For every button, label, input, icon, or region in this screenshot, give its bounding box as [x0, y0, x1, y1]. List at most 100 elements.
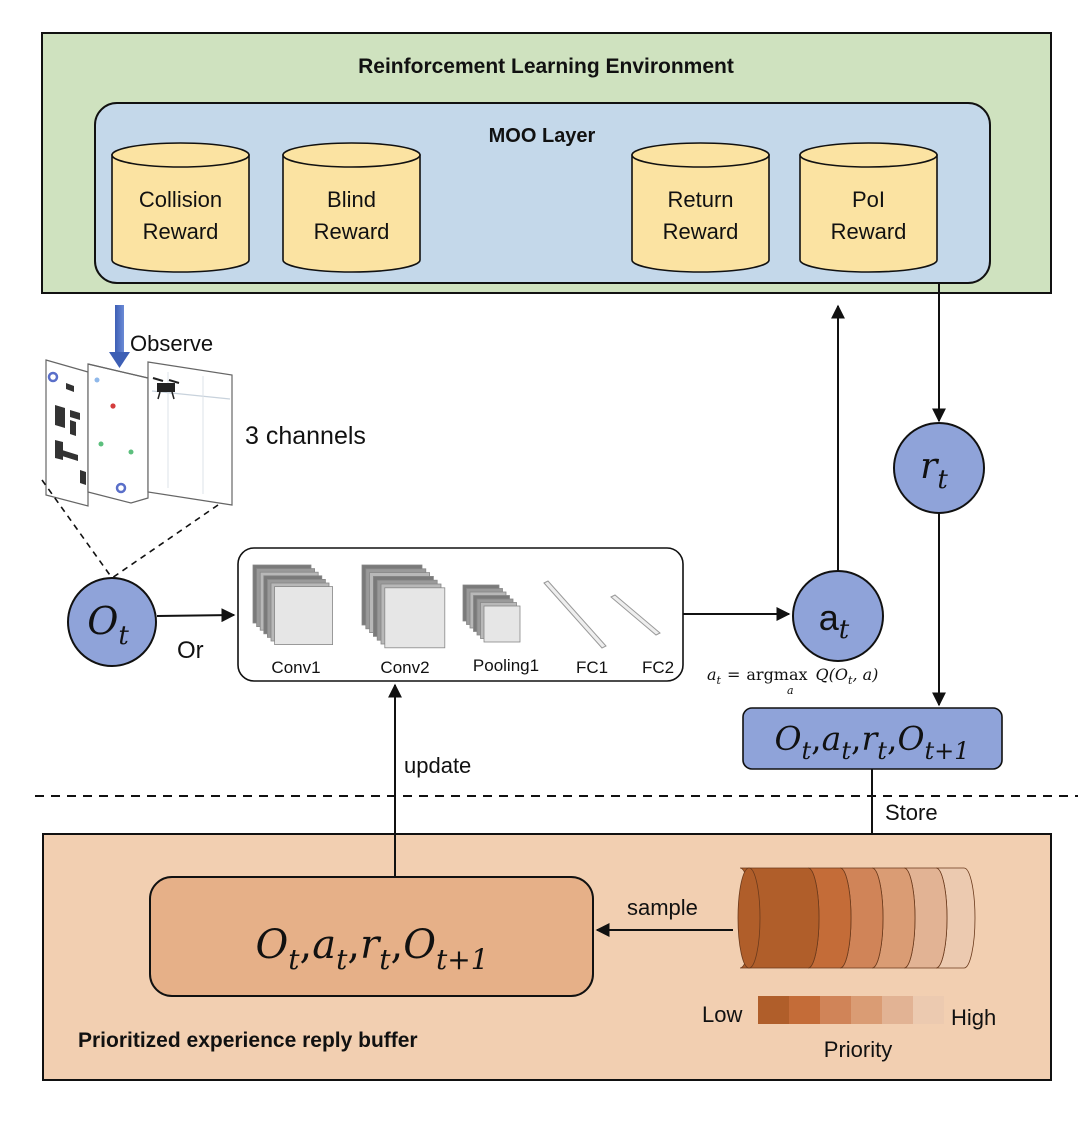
observation-node: Ot	[67, 577, 157, 667]
tuple-subscript: t+1	[436, 943, 489, 976]
tuple-subscript: t	[877, 737, 887, 765]
tuple-subscript: t	[379, 943, 391, 976]
reward-label-line2: Reward	[663, 219, 739, 244]
tuple-subscript: t+1	[925, 737, 970, 765]
reward-label-line2: Reward	[831, 219, 907, 244]
sample-label: sample	[627, 895, 698, 920]
observe-arrow	[109, 305, 130, 368]
layer-label-conv1: Conv1	[271, 658, 320, 677]
tuple-subscript: t	[841, 737, 851, 765]
layer-label-fc2: FC2	[642, 658, 674, 677]
reward-label-line1: Return	[667, 187, 733, 212]
formula-op-sub: a	[787, 684, 794, 697]
reward-cylinder-4: PoI Reward	[799, 142, 938, 273]
priority-swatch	[851, 996, 882, 1024]
action-symbol: a	[819, 597, 840, 638]
observation-subscript: t	[118, 621, 129, 651]
transition-tuple-box: Ot,at,rt,Ot+1	[742, 707, 1003, 770]
svg-text:rt: rt	[920, 446, 948, 495]
buffer-title: Prioritized experience reply buffer	[78, 1029, 418, 1052]
zoom-line-right	[111, 504, 219, 579]
reward-subscript: t	[937, 465, 948, 495]
layer-label-pooling1: Pooling1	[473, 656, 539, 675]
observation-symbol: O	[87, 599, 118, 643]
channel-map-2	[87, 363, 149, 504]
fc2-layer	[610, 594, 661, 636]
reward-label-line1: PoI	[852, 187, 885, 212]
svg-text:Ot,at,rt,Ot+1: Ot,at,rt,Ot+1	[774, 719, 969, 765]
priority-low-label: Low	[702, 1002, 742, 1027]
or-label: Or	[177, 637, 204, 664]
tuple-symbol: O	[774, 719, 801, 758]
tuple-symbol: a	[312, 922, 336, 968]
tuple-separator: ,	[851, 719, 862, 758]
formula-eq: =	[727, 665, 740, 684]
svg-text:Ot,at,rt,Ot+1: Ot,at,rt,Ot+1	[255, 922, 488, 976]
tuple-separator: ,	[300, 922, 313, 968]
update-label: update	[404, 753, 471, 778]
feature-map	[384, 587, 446, 649]
rl-environment: Reinforcement Learning Environment MOO L…	[41, 32, 1052, 294]
action-subscript: t	[839, 615, 850, 645]
priority-scale	[758, 996, 944, 1024]
formula-op: argmax	[746, 665, 807, 684]
zoom-line-left	[41, 479, 113, 579]
priority-swatch	[820, 996, 851, 1024]
feature-map	[274, 586, 334, 645]
reward-label-line1: Blind	[327, 187, 376, 212]
formula-rhs-sub: t	[848, 674, 853, 687]
priority-swatch	[789, 996, 820, 1024]
formula-rhs: Q(O	[816, 665, 848, 684]
environment-title: Reinforcement Learning Environment	[358, 55, 734, 78]
buffer-sample-box	[149, 876, 594, 997]
tuple-symbol: a	[822, 719, 842, 758]
tuple-separator: ,	[390, 922, 403, 968]
priority-swatch	[882, 996, 913, 1024]
reward-label-line1: Collision	[139, 187, 222, 212]
tuple-symbol: O	[255, 922, 288, 968]
tuple-symbol: O	[897, 719, 924, 758]
reward-symbol: r	[920, 446, 939, 487]
svg-text:at: at	[819, 597, 850, 645]
tuple-subscript: t	[336, 943, 348, 976]
priority-swatch	[758, 996, 789, 1024]
tuple-symbol: r	[862, 719, 880, 758]
svg-text:Ot: Ot	[87, 599, 129, 651]
priority-label: Priority	[824, 1037, 892, 1062]
conv2-feature-maps	[361, 564, 446, 649]
reward-node: rt	[893, 422, 985, 514]
reward-label-line2: Reward	[314, 219, 390, 244]
store-label: Store	[885, 800, 938, 825]
layer-label-conv2: Conv2	[380, 658, 429, 677]
formula-lhs: a	[707, 665, 717, 684]
layer-label-fc1: FC1	[576, 658, 608, 677]
moo-layer-title: MOO Layer	[489, 125, 596, 147]
replay-buffer: Ot,at,rt,Ot+1 Low High Priority Prioriti…	[42, 833, 1052, 1081]
fc1-layer	[543, 580, 607, 649]
channels-label: 3 channels	[245, 422, 366, 450]
priority-buffer-cylinder	[737, 867, 976, 969]
tuple-separator: ,	[347, 922, 360, 968]
tuple-subscript: t	[288, 943, 300, 976]
formula-rhs-tail: , a)	[852, 665, 878, 684]
conv1-feature-maps	[252, 564, 334, 645]
priority-high-label: High	[951, 1005, 996, 1030]
tuple-symbol: r	[360, 922, 382, 968]
observation-channels	[45, 359, 233, 507]
feature-map	[483, 605, 521, 643]
reward-label-line2: Reward	[143, 219, 219, 244]
tuple-subscript: t	[802, 737, 812, 765]
obs-to-network-arrow	[156, 608, 236, 623]
tuple-separator: ,	[887, 719, 898, 758]
q-network: Conv1 Conv2 Pooling1 FC1 FC2	[237, 547, 684, 682]
channel-map-1	[45, 359, 89, 507]
priority-swatch	[913, 996, 944, 1024]
pooling1-feature-maps	[462, 584, 521, 643]
action-node: at	[792, 570, 884, 662]
channel-map-3	[147, 361, 233, 506]
tuple-separator: ,	[811, 719, 822, 758]
